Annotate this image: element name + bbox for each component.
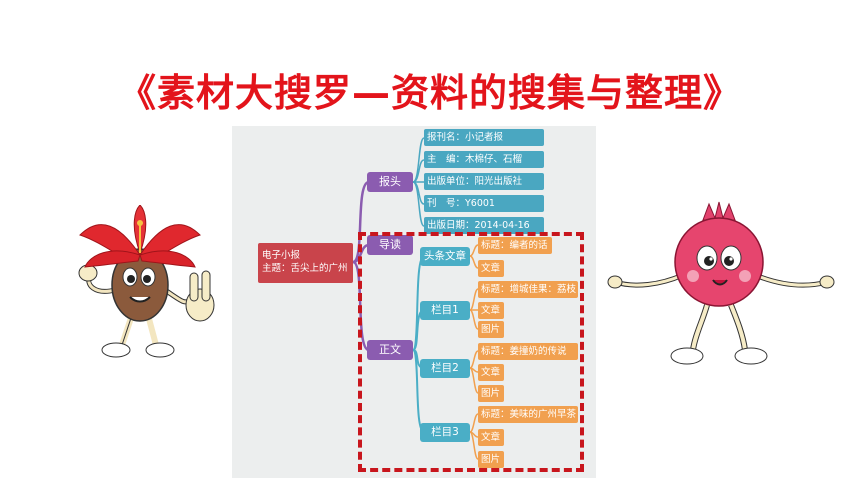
leaf-node: 标题：姜撞奶的传说 [478, 343, 578, 360]
kapok-mascot-icon [78, 205, 215, 358]
pomegranate-mascot-icon [607, 201, 835, 365]
leaf-node: 图片 [478, 385, 504, 402]
section-node: 栏目2 [420, 359, 470, 378]
leaf-node: 文章 [478, 302, 504, 319]
mindmap-root: 电子小报 主题：舌尖上的广州 [258, 243, 353, 283]
leaf-node: 文章 [478, 429, 504, 446]
root-line-2: 主题：舌尖上的广州 [262, 263, 348, 274]
page-title: 《素材大搜罗—资料的搜集与整理》 [117, 71, 742, 115]
highlight-dashed-box [358, 232, 584, 472]
node-daodu: 导读 [367, 235, 413, 255]
header-item: 刊 号：Y6001 [424, 195, 544, 212]
leaf-node: 文章 [478, 364, 504, 381]
section-node: 栏目1 [420, 301, 470, 320]
header-links [412, 137, 425, 227]
node-baotou: 报头 [367, 172, 413, 192]
section-node: 头条文章 [420, 247, 470, 266]
leaf-node: 标题：编者的话 [478, 237, 552, 254]
leaf-node: 图片 [478, 451, 504, 468]
header-item: 出版日期：2014-04-16 [424, 217, 544, 234]
section-node: 栏目3 [420, 423, 470, 442]
header-item: 主 编：木棉仔、石榴 [424, 151, 544, 168]
root-line-1: 电子小报 [262, 250, 301, 261]
node-zhengwen: 正文 [367, 340, 413, 360]
leaf-node: 图片 [478, 321, 504, 338]
leaf-node: 标题：增城佳果：荔枝 [478, 281, 578, 298]
header-item: 报刊名：小记者报 [424, 129, 544, 146]
header-item: 出版单位：阳光出版社 [424, 173, 544, 190]
leaf-node: 文章 [478, 260, 504, 277]
leaf-links [469, 244, 479, 460]
leaf-node: 标题：美味的广州早茶 [478, 406, 578, 423]
